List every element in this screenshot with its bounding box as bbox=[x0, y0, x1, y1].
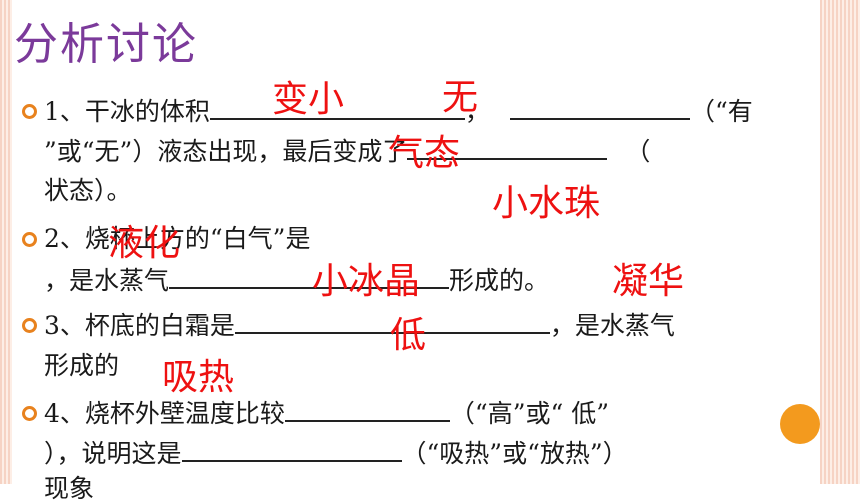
q4-line2: ），说明这是 （“吸热”或“放热”） bbox=[44, 438, 628, 469]
slide-title: 分析讨论 bbox=[14, 19, 198, 70]
q2-text-c: 形成的。 bbox=[449, 266, 550, 295]
q3-line2: 形成的 bbox=[44, 351, 119, 381]
q1-blank-liquid bbox=[509, 96, 690, 120]
q4-text-c: ），说明这是 bbox=[44, 439, 182, 468]
q1-blank-state bbox=[407, 136, 608, 160]
q1-text-a: 1、干冰的体积 bbox=[44, 97, 210, 126]
q4-text-e: 现象 bbox=[44, 474, 95, 503]
q2-blank bbox=[169, 265, 450, 289]
q3-blank bbox=[234, 310, 550, 334]
q1-text-e: （ bbox=[625, 137, 651, 166]
q1-text-c: （“有 bbox=[689, 97, 753, 126]
q3-text-c: 形成的 bbox=[44, 351, 120, 380]
q4-line1: 4、烧杯外壁温度比较 （“高”或“ 低” bbox=[44, 398, 609, 429]
q2-line2: ，是水蒸气 形成的。 bbox=[44, 265, 549, 296]
bullet-icon bbox=[22, 104, 37, 119]
q1-text-b: ， bbox=[464, 97, 490, 126]
answer-temp: 低 bbox=[390, 315, 427, 356]
q1-text-f: 状态）。 bbox=[44, 176, 132, 205]
bullet-icon bbox=[22, 406, 37, 421]
left-border bbox=[0, 0, 12, 484]
bullet-icon bbox=[22, 318, 37, 333]
q4-text-a: 4、烧杯外壁温度比较 bbox=[44, 399, 285, 428]
answer-state: 气态 bbox=[388, 133, 461, 174]
answer-heat: 吸热 bbox=[162, 357, 235, 398]
answer-process2: 液化 bbox=[108, 223, 181, 264]
q3-line1: 3、杯底的白霜是 ，是水蒸气 bbox=[44, 310, 675, 341]
q4-line3: 现象 bbox=[44, 474, 94, 504]
q2-text-a: 2、烧杯上方的“白气”是 bbox=[44, 224, 311, 253]
q3-text-a: 3、杯底的白霜是 bbox=[44, 311, 235, 340]
answer-frost: 小冰晶 bbox=[312, 261, 421, 302]
q4-blank-temp bbox=[284, 398, 450, 422]
orange-circle-icon bbox=[780, 404, 820, 444]
answer-process3: 凝华 bbox=[612, 261, 685, 302]
right-border bbox=[820, 0, 860, 484]
q4-text-d: （“吸热”或“放热”） bbox=[401, 439, 628, 468]
q2-line1: 2、烧杯上方的“白气”是 bbox=[44, 224, 310, 254]
q1-blank-volume bbox=[209, 96, 465, 120]
q1-line1: 1、干冰的体积 ， （“有 bbox=[44, 96, 753, 127]
q1-line2: ”或“无”）液态出现，最后变成了 （ bbox=[44, 136, 650, 167]
answer-liquid: 无 bbox=[442, 77, 479, 118]
answer-whitegas: 小水珠 bbox=[492, 183, 601, 224]
q3-text-b: ，是水蒸气 bbox=[549, 311, 675, 340]
q4-blank-heat bbox=[181, 438, 402, 462]
q4-text-b: （“高”或“ 低” bbox=[449, 399, 609, 428]
q1-line3: 状态）。 bbox=[44, 176, 132, 206]
q1-text-d: ”或“无”）液态出现，最后变成了 bbox=[44, 137, 408, 166]
q2-text-b: ，是水蒸气 bbox=[44, 266, 170, 295]
answer-volume: 变小 bbox=[272, 79, 345, 120]
bullet-icon bbox=[22, 232, 37, 247]
